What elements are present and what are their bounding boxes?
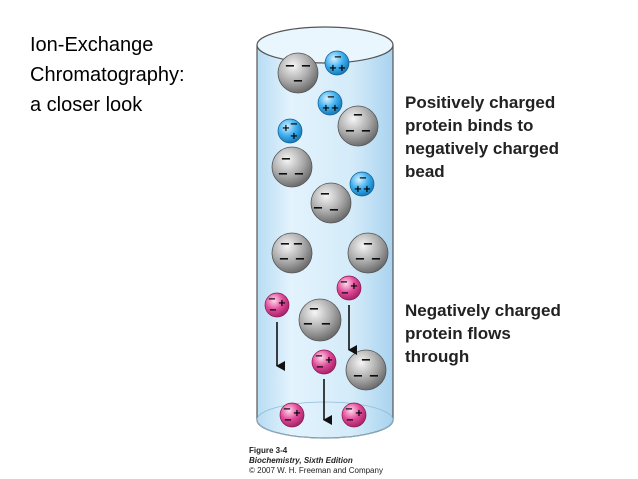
svg-text:+: + [293, 408, 301, 419]
svg-text:+: + [355, 408, 363, 419]
positive-label-line-2: protein binds to [405, 116, 534, 135]
svg-text:−: − [278, 167, 289, 182]
bead: − − − [345, 349, 387, 391]
negative-protein: − + − [279, 402, 305, 428]
figure-caption: Figure 3-4 Biochemistry, Sixth Edition ©… [249, 446, 383, 476]
negative-protein: − + − [311, 349, 337, 375]
svg-text:−: − [280, 237, 291, 252]
positive-protein: − + + [324, 50, 350, 76]
svg-text:−: − [334, 52, 342, 63]
book-title: Biochemistry, Sixth Edition [249, 456, 353, 465]
title-line-3: a closer look [30, 94, 143, 116]
negative-protein-label: Negatively charged protein flows through [405, 299, 561, 368]
svg-text:−: − [355, 252, 366, 267]
svg-text:+: + [282, 123, 290, 134]
svg-text:+: + [325, 355, 333, 366]
svg-text:−: − [329, 203, 340, 218]
positive-protein-label: Positively charged protein binds to nega… [405, 91, 559, 183]
svg-text:−: − [346, 415, 354, 426]
svg-text:−: − [301, 59, 312, 74]
svg-text:+: + [290, 131, 298, 142]
svg-text:+: + [322, 103, 330, 114]
svg-text:−: − [345, 404, 353, 415]
positive-protein: + − + [277, 118, 303, 144]
svg-text:−: − [361, 124, 372, 139]
svg-text:+: + [278, 298, 286, 309]
positive-label-line-4: bead [405, 162, 445, 181]
positive-label-line-1: Positively charged [405, 93, 556, 112]
svg-text:−: − [294, 167, 305, 182]
svg-text:+: + [329, 63, 337, 74]
svg-text:−: − [359, 173, 367, 184]
negative-protein: − + − [336, 275, 362, 301]
svg-text:−: − [281, 152, 292, 167]
title-line-1: Ion-Exchange [30, 34, 154, 56]
negative-label-line-2: protein flows [405, 324, 511, 343]
slide-title: Ion-Exchange Chromatography: a closer lo… [30, 30, 185, 120]
positive-protein: − + + [317, 90, 343, 116]
svg-text:−: − [316, 362, 324, 373]
positive-protein: − + + [349, 171, 375, 197]
svg-text:−: − [361, 353, 372, 368]
negative-protein: − + − [341, 402, 367, 428]
svg-text:−: − [293, 237, 304, 252]
svg-text:−: − [284, 415, 292, 426]
svg-text:−: − [345, 124, 356, 139]
svg-text:+: + [331, 103, 339, 114]
svg-text:+: + [338, 63, 346, 74]
bead: − − − [298, 298, 342, 342]
bead: − − − [337, 105, 379, 147]
svg-text:−: − [309, 302, 320, 317]
svg-text:−: − [290, 119, 298, 130]
svg-text:−: − [369, 369, 380, 384]
bead: − − − [277, 52, 319, 94]
svg-text:−: − [327, 92, 335, 103]
flow-arrows [276, 305, 357, 425]
svg-text:−: − [341, 288, 349, 299]
svg-text:−: − [353, 369, 364, 384]
negative-label-line-3: through [405, 347, 470, 366]
positive-label-line-3: negatively charged [405, 139, 560, 158]
svg-text:−: − [303, 317, 314, 332]
copyright: © 2007 W. H. Freeman and Company [249, 466, 383, 475]
bead: − − − [271, 146, 313, 188]
svg-text:−: − [320, 187, 331, 202]
svg-text:−: − [285, 59, 296, 74]
svg-text:−: − [313, 201, 324, 216]
svg-text:−: − [321, 317, 332, 332]
svg-text:−: − [268, 294, 276, 305]
svg-text:−: − [283, 404, 291, 415]
svg-text:−: − [279, 252, 290, 267]
title-line-2: Chromatography: [30, 64, 185, 86]
svg-text:−: − [363, 237, 374, 252]
svg-text:−: − [269, 305, 277, 316]
bead: − − − − [271, 232, 313, 274]
bead: − − − [347, 232, 389, 274]
svg-text:−: − [353, 108, 364, 123]
svg-text:−: − [295, 252, 306, 267]
svg-text:−: − [371, 252, 382, 267]
svg-text:−: − [340, 277, 348, 288]
figure-number: Figure 3-4 [249, 446, 288, 455]
bead: − − − [310, 182, 352, 224]
svg-text:+: + [363, 184, 371, 195]
svg-text:−: − [315, 351, 323, 362]
negative-label-line-1: Negatively charged [405, 301, 561, 320]
negative-protein: − + − [264, 292, 290, 318]
svg-text:+: + [354, 184, 362, 195]
svg-text:+: + [350, 281, 358, 292]
svg-text:−: − [293, 74, 304, 89]
